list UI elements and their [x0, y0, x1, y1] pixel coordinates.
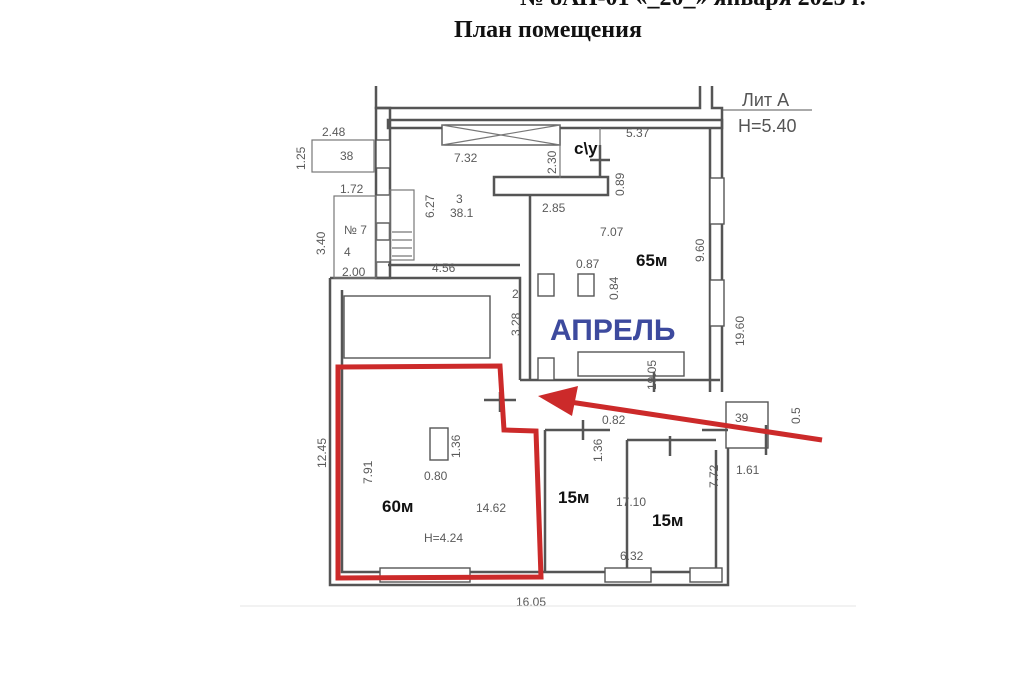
- dim-3-28: 3.28: [509, 312, 523, 336]
- dim-2-30: 2.30: [545, 150, 559, 174]
- dim-0-84: 0.84: [607, 276, 621, 300]
- dim-6-32: 6.32: [620, 549, 644, 563]
- dim-4-56: 4.56: [432, 261, 456, 275]
- dimensions: 2.48 38 1.25 1.72 3.40 № 7 4 2.00 6.27 3…: [294, 125, 803, 609]
- dim-4: 4: [344, 245, 351, 259]
- dim-19-60: 19.60: [733, 316, 747, 346]
- dim-0-82: 0.82: [602, 413, 626, 427]
- dim-1-61: 1.61: [736, 463, 760, 477]
- dim-7-07: 7.07: [600, 225, 624, 239]
- lit-name: Лит А: [742, 90, 789, 110]
- dim-14-62: 14.62: [476, 501, 506, 515]
- room-main-area: 65м: [636, 251, 668, 270]
- dim-0-87: 0.87: [576, 257, 600, 271]
- dim-2-48: 2.48: [322, 125, 346, 139]
- dim-19-05: 19.05: [645, 360, 659, 390]
- building-height: H=5.40: [738, 116, 797, 136]
- dim-1-72: 1.72: [340, 182, 364, 196]
- dim-39: 39: [735, 411, 749, 425]
- dim-3-40: 3.40: [314, 231, 328, 255]
- lit-label: Лит А H=5.40: [722, 90, 812, 136]
- dim-2: 2: [512, 287, 519, 301]
- room-big-height: H=4.24: [424, 531, 463, 545]
- dim-9-60: 9.60: [693, 238, 707, 262]
- dim-38: 38: [340, 149, 354, 163]
- arrow-icon: [538, 386, 823, 443]
- dim-0-89: 0.89: [613, 172, 627, 196]
- dim-12-45: 12.45: [315, 438, 329, 468]
- dim-7-32: 7.32: [454, 151, 478, 165]
- dim-7-72: 7.72: [707, 464, 721, 488]
- tenant-label: АПРЕЛЬ: [550, 314, 675, 347]
- dim-0-80: 0.80: [424, 469, 448, 483]
- dim-1-36-b: 1.36: [591, 438, 605, 462]
- dim-no-7: № 7: [344, 223, 367, 237]
- dim-2-85: 2.85: [542, 201, 566, 215]
- dim-17-10: 17.10: [616, 495, 646, 509]
- dim-6-27: 6.27: [423, 194, 437, 218]
- dim-0-5: 0.5: [789, 407, 803, 424]
- room-mid-area: 15м: [558, 488, 590, 507]
- highlighted-area: [335, 363, 544, 581]
- dim-38-1: 38.1: [450, 206, 474, 220]
- dim-1-36-a: 1.36: [449, 434, 463, 458]
- dim-16-05: 16.05: [516, 595, 546, 609]
- dim-1-25: 1.25: [294, 146, 308, 170]
- room-wc: с\у: [574, 139, 598, 158]
- page-title: План помещения: [454, 17, 642, 43]
- dim-5-37: 5.37: [626, 126, 650, 140]
- room-right-area: 15м: [652, 511, 684, 530]
- room-big-area: 60м: [382, 497, 414, 516]
- document-number: № 8АП-01 «_20_» января 2025 г.: [520, 0, 866, 11]
- dim-3: 3: [456, 192, 463, 206]
- dim-7-91: 7.91: [361, 460, 375, 484]
- dim-2-00: 2.00: [342, 265, 366, 279]
